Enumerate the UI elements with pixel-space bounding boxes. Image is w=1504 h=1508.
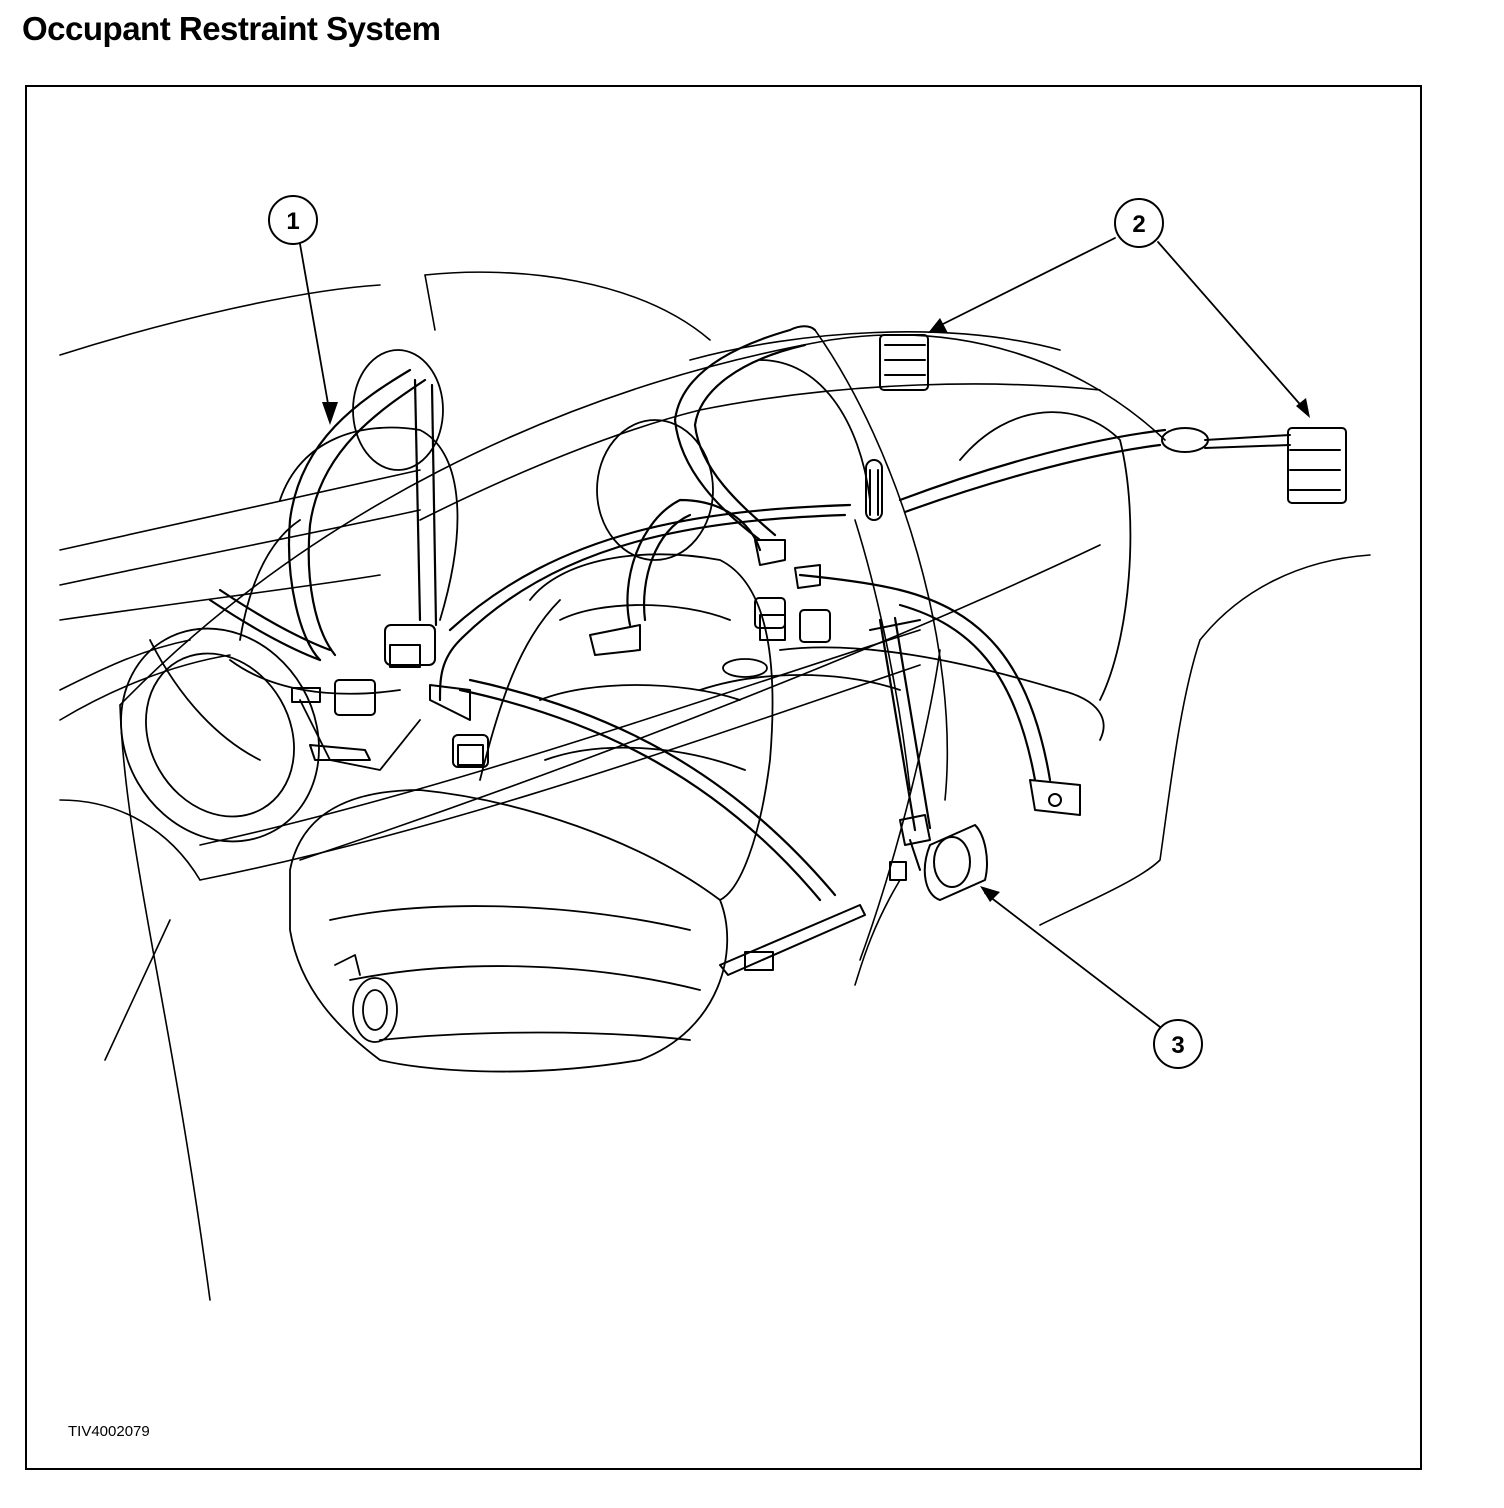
callout-3-group: 3: [980, 886, 1203, 1069]
steering-wheel: [120, 627, 320, 843]
diagram-frame: [25, 85, 1422, 1470]
callout-3-number: 3: [1171, 1032, 1184, 1059]
callout-1-group: 1: [268, 195, 338, 425]
belt-buckles: [291, 539, 1081, 976]
rear-seat-belt-webbing: [626, 328, 1167, 832]
callout-2-number: 2: [1132, 211, 1145, 238]
passenger-front-seat: [289, 419, 774, 1073]
callout-2-group: 2: [928, 198, 1310, 418]
car-body-outline: [59, 271, 1371, 1301]
page-title: Occupant Restraint System: [22, 10, 441, 47]
callout-1-number: 1: [286, 208, 299, 235]
rear-seat: [699, 359, 1132, 741]
driver-seat: [229, 349, 459, 771]
front-seat-belt-webbing: [208, 368, 852, 902]
b-pillar-retractor: [865, 459, 988, 901]
roof-retractors: [789, 325, 1347, 504]
figure-id: TIV4002079: [68, 1423, 150, 1440]
